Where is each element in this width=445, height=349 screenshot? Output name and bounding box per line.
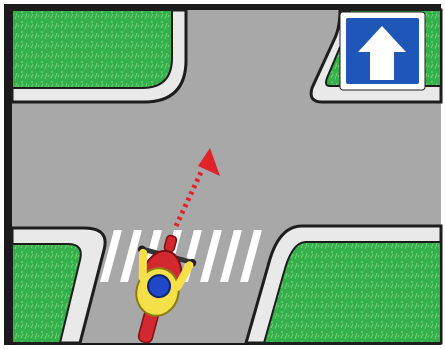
corner-block-top-left (12, 10, 186, 102)
grass-area (12, 10, 172, 88)
grass-area (264, 242, 441, 343)
one-way-straight-ahead-sign-icon (340, 12, 425, 90)
corner-block-bottom-right (246, 226, 441, 343)
